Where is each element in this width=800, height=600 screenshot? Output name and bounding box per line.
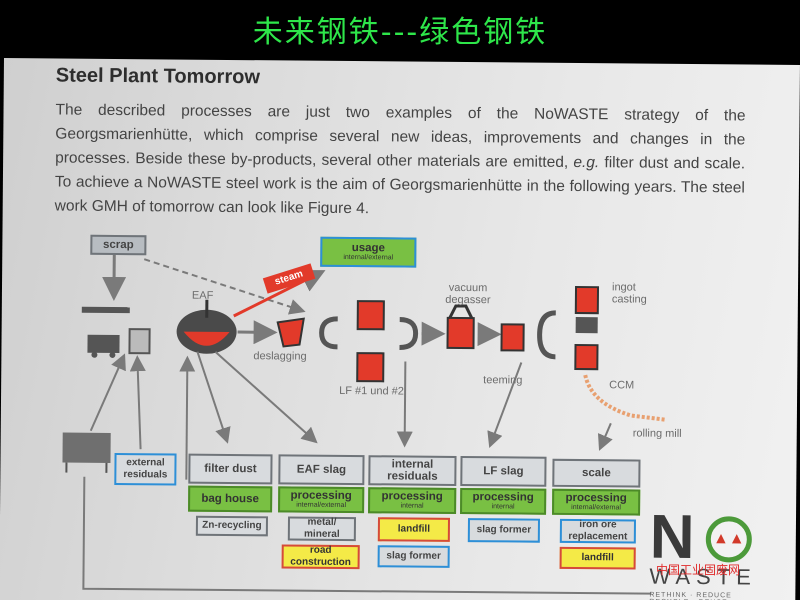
storage-bin-icon (62, 432, 111, 463)
ccm-ladle-icon (574, 343, 599, 371)
external-residuals-label: external residuals (123, 457, 168, 481)
ingot-ladle-icon (574, 285, 600, 315)
usage-box: usage internal/external (320, 236, 417, 268)
col-head-internal-residuals: internal residuals (368, 455, 457, 486)
scrap-box: scrap (90, 234, 147, 256)
nowaste-logo-n: N (649, 502, 695, 573)
ingot-casting-label: ingot casting (611, 281, 647, 306)
col-out-landfill-2: landfill (559, 546, 636, 570)
col-head-eaf-slag: EAF slag (278, 454, 365, 486)
scrap-dashed-arrow (143, 258, 306, 315)
nowaste-logo-circle: ▲▲ (705, 516, 753, 563)
external-residuals-box: external residuals (114, 452, 177, 486)
teeming-ladle-icon (500, 323, 525, 352)
col-head-filter-dust: filter dust (188, 453, 273, 485)
crane-beam-icon (81, 306, 130, 314)
col-out-iron-ore: iron ore replacement (559, 518, 636, 544)
process-diagram (62, 254, 667, 595)
banner-title: 未来钢铁---绿色钢铁 (252, 15, 548, 50)
top-banner: 未来钢铁---绿色钢铁 (0, 0, 800, 58)
bracket-left (319, 316, 338, 350)
bracket-casting (537, 310, 556, 360)
col-out-metal-mineral: metal/ mineral (287, 516, 357, 542)
cart-icon (87, 334, 120, 354)
usage-sub-label: internal/external (343, 253, 394, 262)
factory-icon: ▲▲ (712, 530, 745, 548)
bracket-right (399, 316, 419, 350)
rolling-strand (583, 374, 667, 422)
deslagging-ladle-icon (276, 317, 305, 348)
deslagging-label: deslagging (253, 350, 307, 363)
document-page: Steel Plant Tomorrow The described proce… (0, 58, 800, 600)
return-line (82, 476, 652, 595)
col-out-slag-former-2: slag former (467, 518, 541, 543)
nowaste-logo-tagline: RETHINK · REDUCE RECYCLE · REUSE (649, 591, 732, 600)
usage-label: usage (351, 242, 386, 255)
col-out-slag-former-1: slag former (377, 545, 450, 568)
col-out-zn-recycling: Zn-recycling (195, 515, 269, 537)
col-head-lf-slag: LF slag (460, 455, 547, 487)
col-proc-bag-house: bag house (188, 485, 273, 513)
site-watermark: 中国工业固废网 (656, 563, 741, 577)
eaf-label: EAF (191, 289, 214, 302)
teeming-label: teeming (483, 374, 523, 387)
lf-label: LF #1 und #2 (339, 384, 405, 398)
rolling-mill-label: rolling mill (632, 427, 682, 440)
scrap-label: scrap (102, 238, 134, 252)
col-head-scale: scale (552, 458, 641, 488)
vacuum-degasser-label: vacuum degasser (445, 281, 491, 307)
lf2-ladle-icon (356, 352, 385, 383)
col-out-road-construction: road construction (281, 544, 360, 570)
col-out-landfill-1: landfill (377, 517, 451, 542)
bucket-icon (128, 328, 151, 355)
lf1-ladle-icon (356, 300, 385, 331)
vacuum-degasser-icon (446, 316, 475, 350)
ingot-molds-icon (575, 316, 598, 334)
ccm-label: CCM (609, 379, 635, 392)
